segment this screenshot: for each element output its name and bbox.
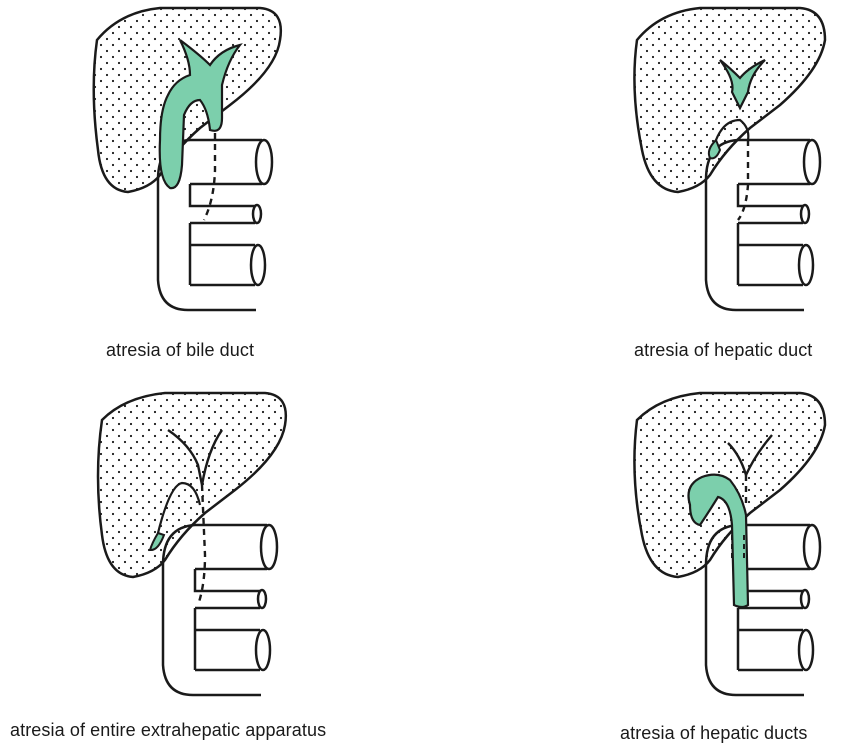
duodenum-shape <box>706 140 810 310</box>
entire-extrahepatic-diagram <box>80 385 300 705</box>
liver-shape <box>98 393 286 577</box>
panel-entire-extrahepatic: atresia of entire extrahepatic apparatus <box>80 385 300 705</box>
panel-hepatic-duct: atresia of hepatic duct <box>620 0 840 320</box>
caption-hepatic-duct: atresia of hepatic duct <box>634 340 812 361</box>
duodenum-shape <box>706 525 810 695</box>
hepatic-duct-diagram <box>620 0 840 320</box>
bile-duct-diagram <box>80 0 300 320</box>
panel-bile-duct: atresia of bile duct <box>80 0 300 320</box>
atretic-duct <box>738 140 748 220</box>
duodenum-shape <box>163 525 267 695</box>
caption-hepatic-ducts: atresia of hepatic ducts <box>620 723 808 744</box>
caption-entire-extrahepatic: atresia of entire extrahepatic apparatus <box>10 720 326 741</box>
hepatic-ducts-diagram <box>620 385 840 705</box>
panel-hepatic-ducts: atresia of hepatic ducts <box>620 385 840 705</box>
caption-bile-duct: atresia of bile duct <box>106 340 254 361</box>
liver-shape <box>634 8 825 192</box>
